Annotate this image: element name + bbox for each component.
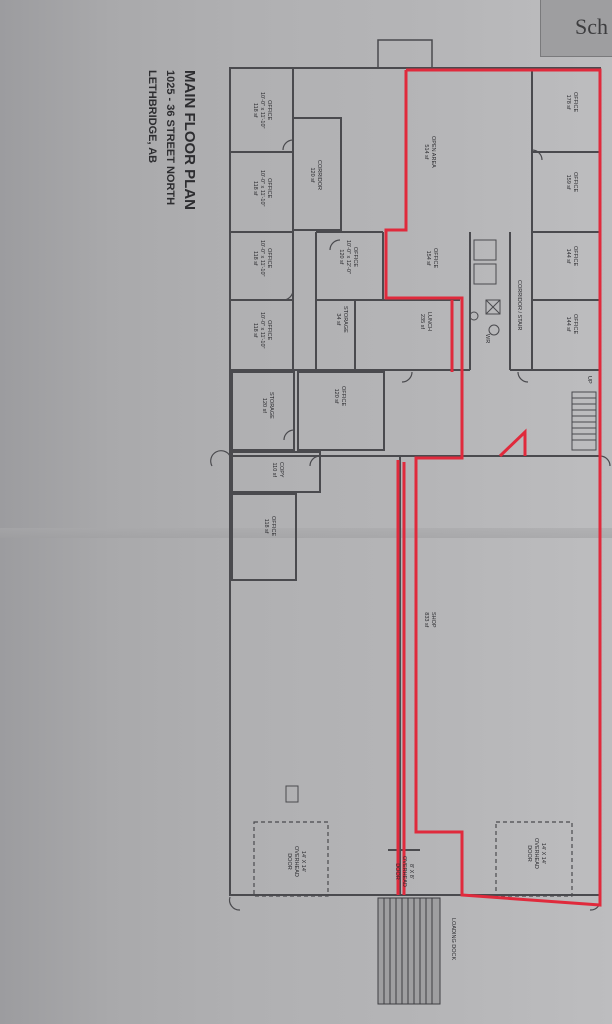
corner-tab: Sch [540,0,612,57]
highlighted-area [384,68,602,907]
paper-fold [0,528,612,538]
stair-up-label: UP [586,376,592,384]
washroom-fixtures [285,239,501,803]
walls [229,67,601,896]
corner-label: Sch [575,14,608,39]
loading-dock-grate [377,897,441,1005]
mechanical-box [377,39,433,69]
overhead-doors [253,821,573,897]
room-label-corridor-stair: CORRIDOR / STAIR [516,280,522,331]
stairs [571,391,597,451]
loading-dock-label: LOADING DOCK [450,918,456,961]
room-label-wr: WR [484,334,490,344]
